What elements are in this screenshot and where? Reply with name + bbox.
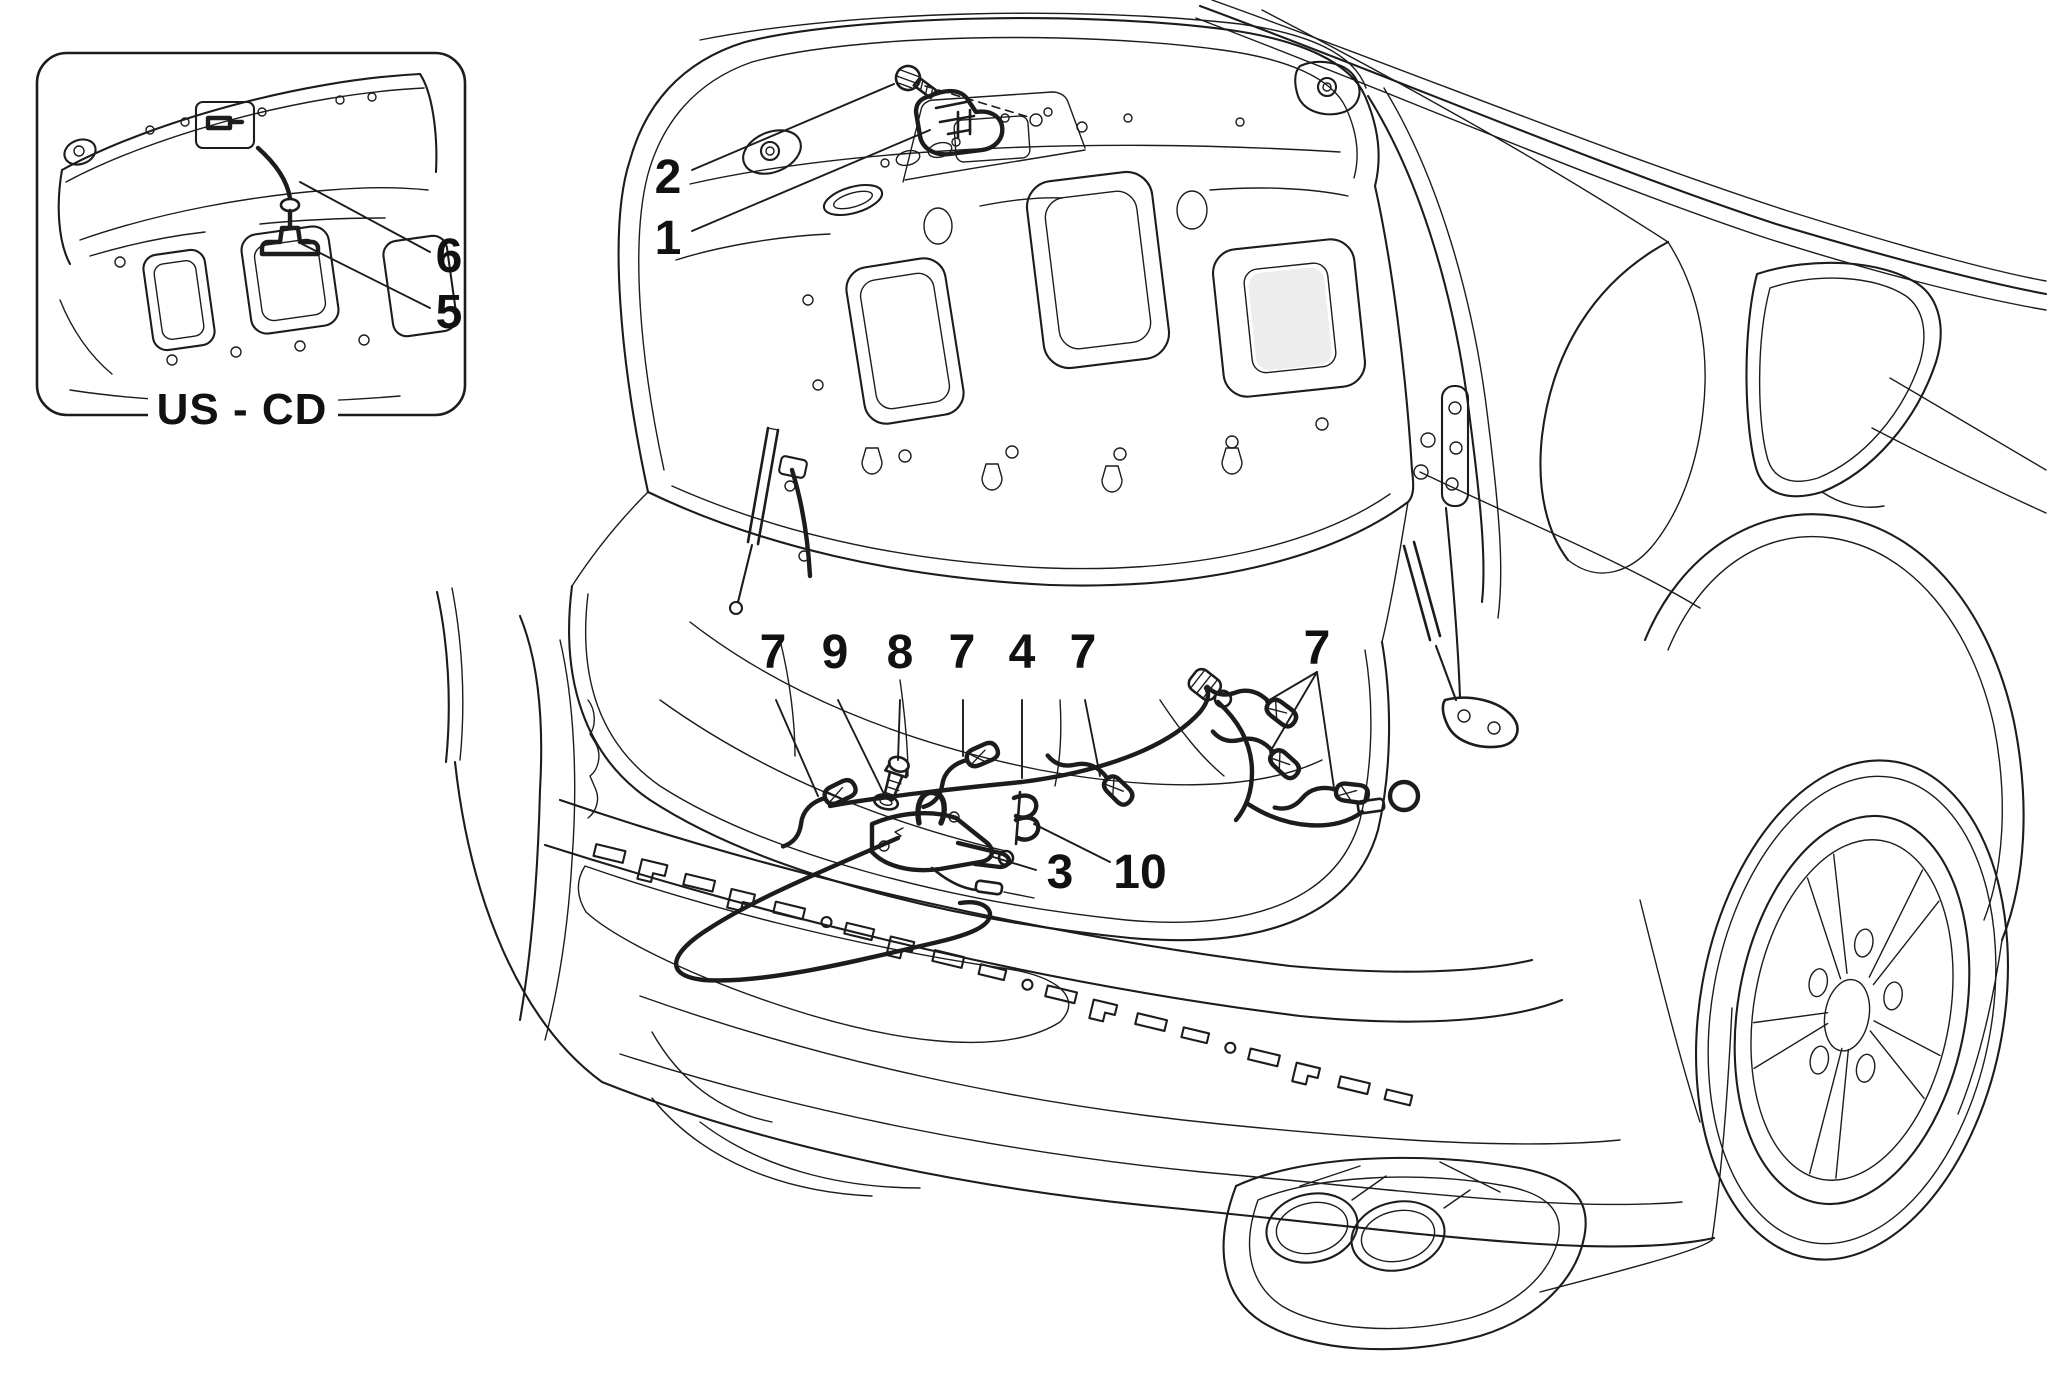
callout-1: 1: [655, 212, 682, 265]
exhaust-tips: [1265, 1175, 1471, 1272]
callout-2: 2: [655, 151, 682, 204]
trunk-lid: [617, 12, 1415, 587]
rear-wheel: [1694, 759, 2010, 1261]
rear-bumper: [435, 587, 1716, 1351]
cable-eyelet: [1387, 779, 1421, 813]
callout-7-left: 7: [760, 626, 787, 679]
inset-us-cd: US - CD 6 5: [35, 51, 467, 434]
trunk-latch-assembly: [869, 789, 1015, 873]
exhaust-recess: [1222, 1156, 1587, 1351]
lid-cutout-right: [1211, 238, 1367, 398]
lid-cutout-left: [845, 257, 965, 425]
lid-latch-group: [894, 64, 1088, 157]
callout-7-mid: 7: [949, 626, 976, 679]
cable-grommet: [872, 793, 900, 811]
callout-9: 9: [822, 626, 849, 679]
gas-struts: [728, 384, 1519, 749]
cable-clip-7e: [1213, 703, 1302, 801]
lid-latch: [913, 88, 1005, 157]
callout-4: 4: [1009, 626, 1036, 679]
callout-6: 6: [436, 230, 463, 283]
lid-hinge-boss-right: [1294, 60, 1361, 116]
callout-5: 5: [436, 286, 463, 339]
trunk-compartment: [568, 491, 1409, 942]
cable-bolt: [882, 755, 910, 802]
lid-hinge-boss-left: [742, 129, 802, 175]
callout-7-right: 7: [1304, 622, 1331, 675]
callout-8: 8: [887, 626, 914, 679]
double-clip: [1011, 790, 1041, 846]
emergency-cable-loop: [673, 835, 993, 983]
callout-annotations: 2 1 7 9 8 7 4 7 7 3 10: [655, 83, 1335, 899]
callout-7-mid2: 7: [1070, 626, 1097, 679]
release-cable-system: [673, 654, 1421, 983]
inset-frame: [35, 51, 467, 417]
callout-10: 10: [1113, 846, 1166, 899]
release-cable: [827, 685, 1211, 809]
inset-label: US - CD: [157, 385, 328, 434]
callout-3: 3: [1047, 846, 1074, 899]
lid-cutout-center: [1025, 170, 1171, 370]
inset-label-backing: [148, 384, 338, 432]
sill-tread-pattern: [592, 843, 1414, 1107]
